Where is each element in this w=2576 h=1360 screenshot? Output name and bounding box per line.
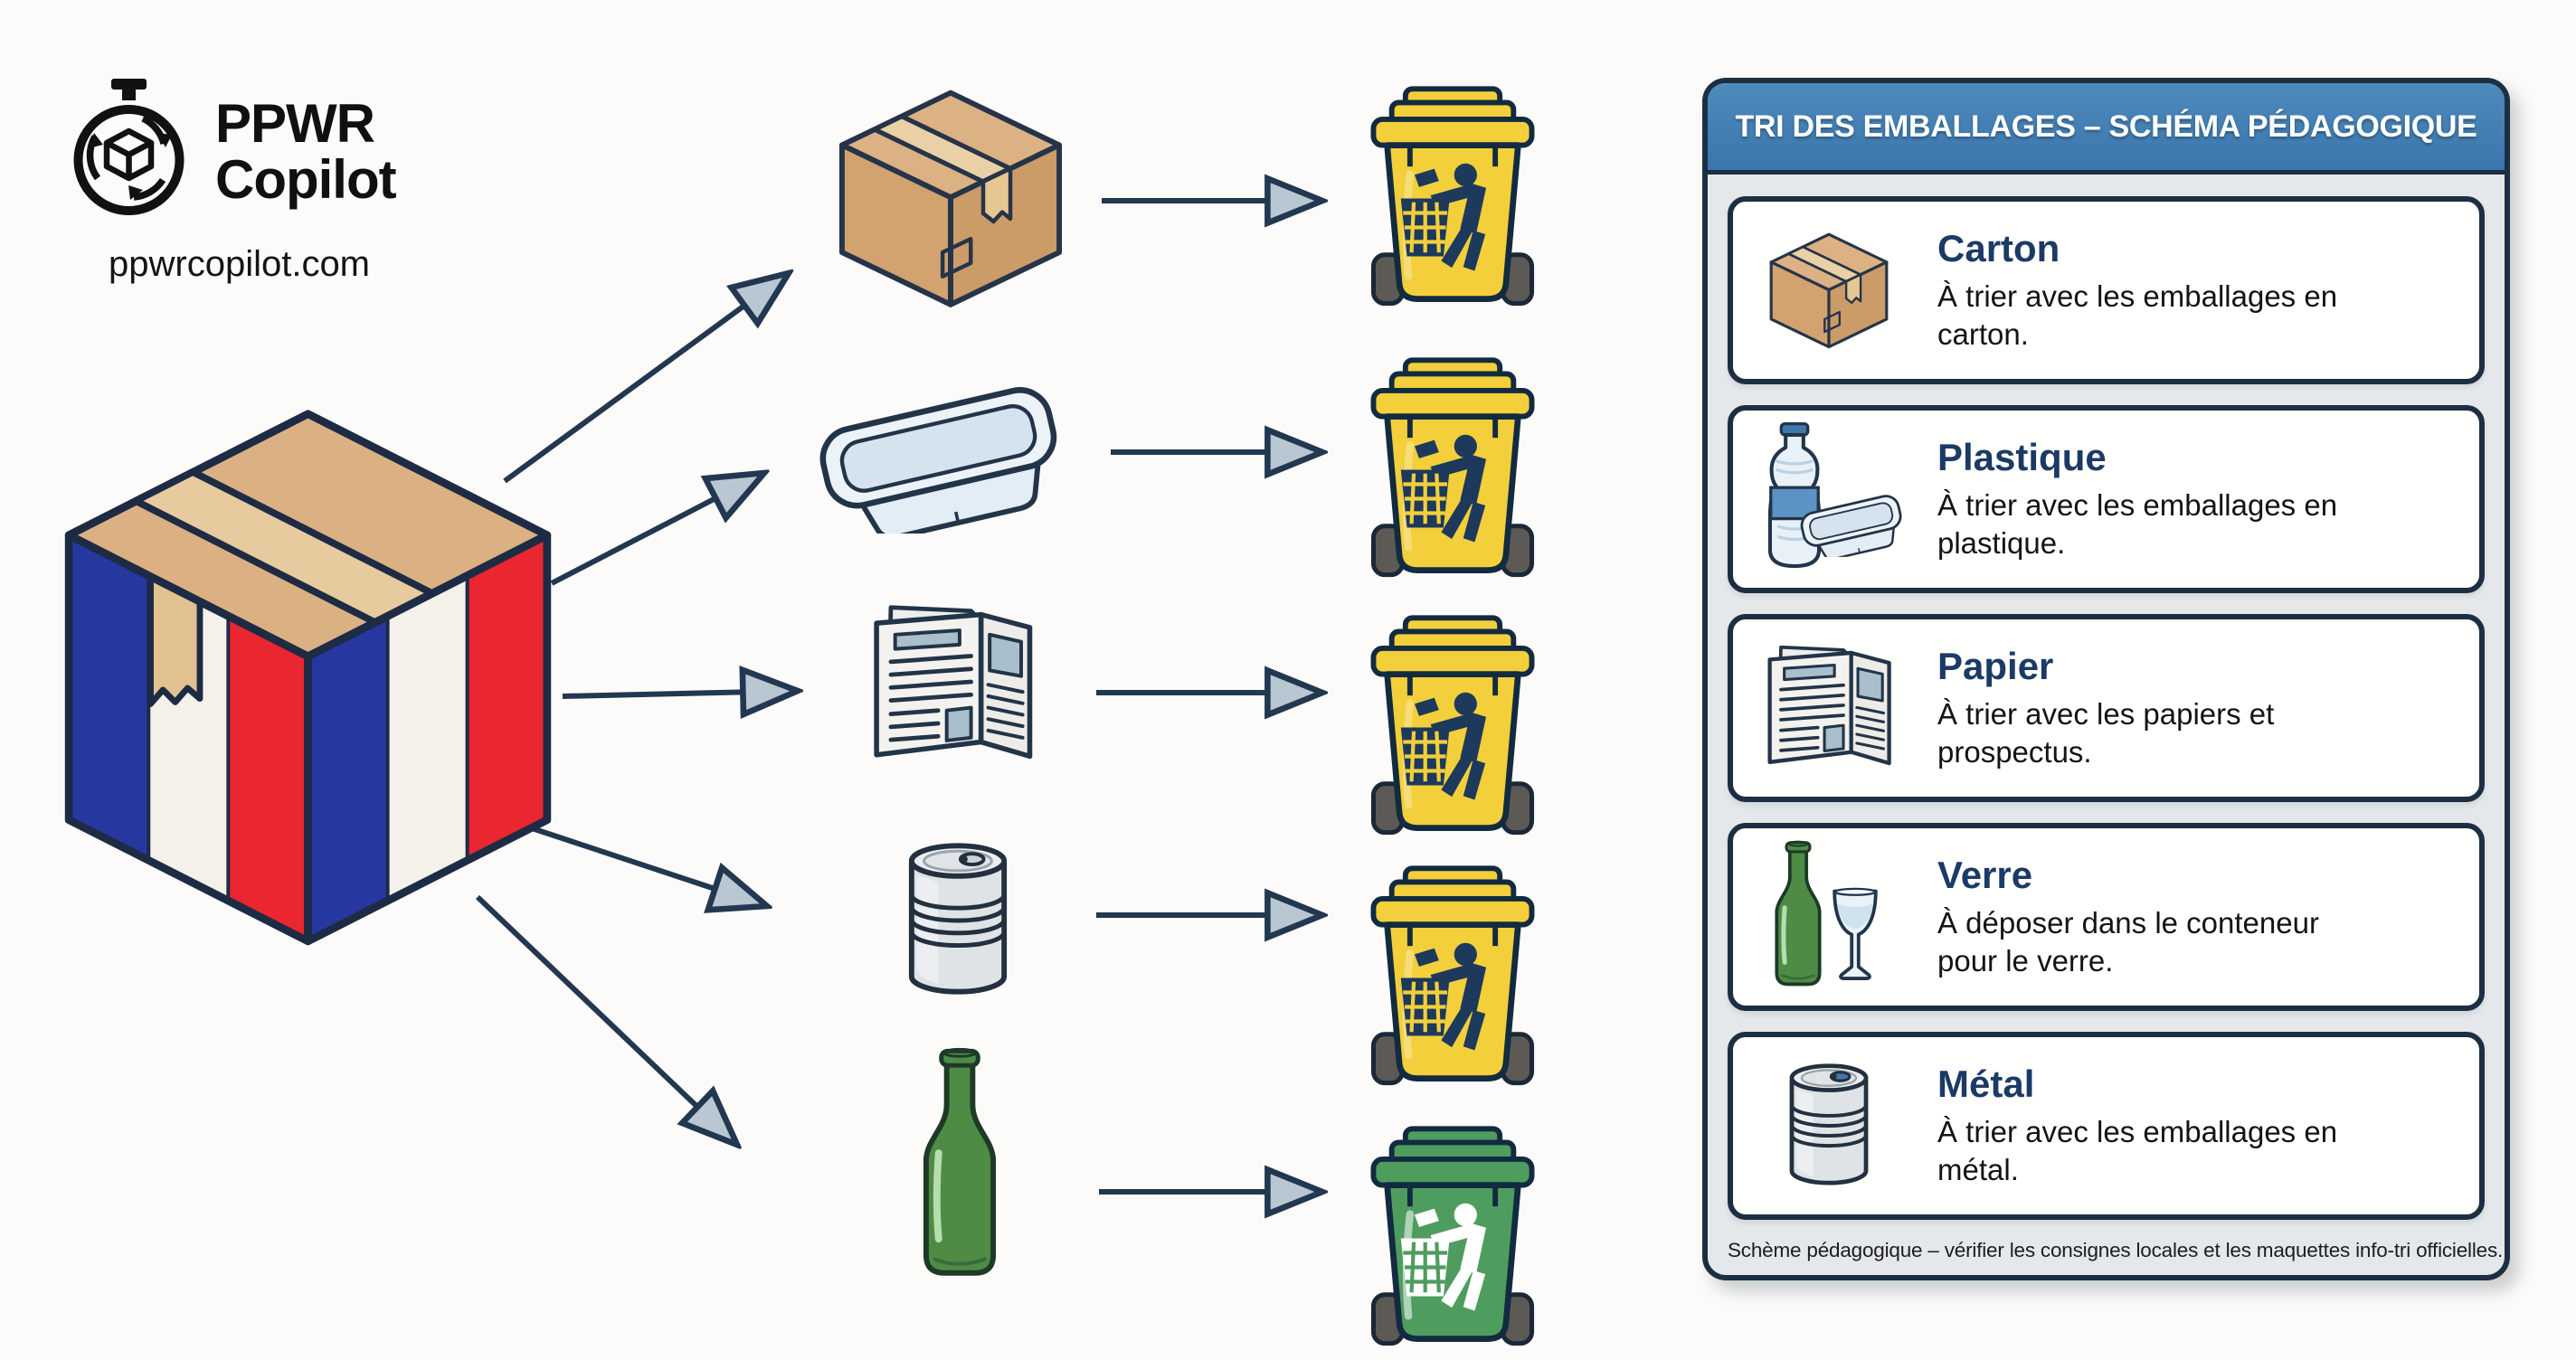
glass-bottle-and-wineglass-icon: [1753, 840, 1905, 994]
legend-footnote: Schème pédagogique – vérifier les consig…: [1728, 1239, 2504, 1261]
papers-and-leaflet-icon: [1753, 631, 1905, 785]
legend-card-description: À trier avec les emballages en métal.: [1937, 1115, 2338, 1186]
legend-card-label: Verre: [1937, 854, 2033, 897]
brand-name: PPWR Copilot: [215, 93, 397, 210]
cardboard-box-icon: [1753, 213, 1905, 367]
legend-panel-header: TRI DES EMBALLAGES – SCHÉMA PÉDAGOGIQUE: [1708, 83, 2505, 175]
arrow-parcel-to-tray: [550, 473, 764, 586]
plastic-bottle-and-tray-icon: [1753, 422, 1905, 576]
legend-card-verre: Verre À déposer dans le conteneur pour l…: [1728, 823, 2485, 1011]
legend-card-plastique: Plastique À trier avec les emballages en…: [1728, 405, 2485, 593]
legend-card-label: Carton: [1937, 227, 2060, 270]
legend-card-text: Verre À déposer dans le conteneur pour l…: [1937, 854, 2381, 980]
stopwatch-recycle-cube-icon: [72, 77, 185, 217]
legend-card-metal: Métal À trier avec les emballages en mét…: [1728, 1032, 2485, 1220]
legend-card-label: Plastique: [1937, 436, 2107, 479]
french-flag-parcel-icon: [62, 405, 554, 968]
legend-card-carton: Carton À trier avec les emballages en ca…: [1728, 196, 2485, 384]
legend-card-papier: Papier À trier avec les papiers et prosp…: [1728, 614, 2485, 802]
legend-card-text: Carton À trier avec les emballages en ca…: [1937, 227, 2381, 354]
arrow-parcel-to-leaflet: [562, 691, 798, 696]
green-glass-bin-icon: [1361, 1119, 1544, 1357]
legend-card-description: À trier avec les emballages en carton.: [1937, 279, 2338, 351]
legend-card-text: Métal À trier avec les emballages en mét…: [1937, 1062, 2381, 1189]
legend-panel: TRI DES EMBALLAGES – SCHÉMA PÉDAGOGIQUE …: [1702, 78, 2510, 1280]
paper-leaflet-icon: [867, 597, 1038, 774]
yellow-recycling-bin-icon: [1361, 609, 1544, 846]
brand-website: ppwrcopilot.com: [109, 244, 371, 284]
yellow-recycling-bin-icon: [1361, 351, 1544, 589]
yellow-recycling-bin-icon: [1361, 80, 1544, 317]
glass-bottle-icon: [917, 1046, 1002, 1283]
yellow-recycling-bin-icon: [1361, 859, 1544, 1097]
legend-cards: Carton À trier avec les emballages en ca…: [1708, 175, 2505, 1233]
metal-can-icon: [1753, 1049, 1905, 1203]
legend-panel-title: TRI DES EMBALLAGES – SCHÉMA PÉDAGOGIQUE: [1735, 109, 2477, 144]
metal-can-icon: [903, 836, 1013, 1006]
legend-card-label: Métal: [1937, 1062, 2035, 1106]
brand-line2: Copilot: [215, 149, 397, 210]
brand-line1: PPWR: [215, 93, 375, 154]
legend-card-text: Plastique À trier avec les emballages en…: [1937, 436, 2381, 562]
legend-card-label: Papier: [1937, 645, 2054, 688]
legend-card-text: Papier À trier avec les papiers et prosp…: [1937, 645, 2381, 771]
cardboard-box-icon: [837, 75, 1065, 321]
legend-card-description: À trier avec les papiers et prospectus.: [1937, 697, 2275, 769]
plastic-tray-icon: [819, 383, 1068, 534]
legend-card-description: À déposer dans le conteneur pour le verr…: [1937, 906, 2319, 978]
legend-card-description: À trier avec les emballages en plastique…: [1937, 488, 2338, 560]
